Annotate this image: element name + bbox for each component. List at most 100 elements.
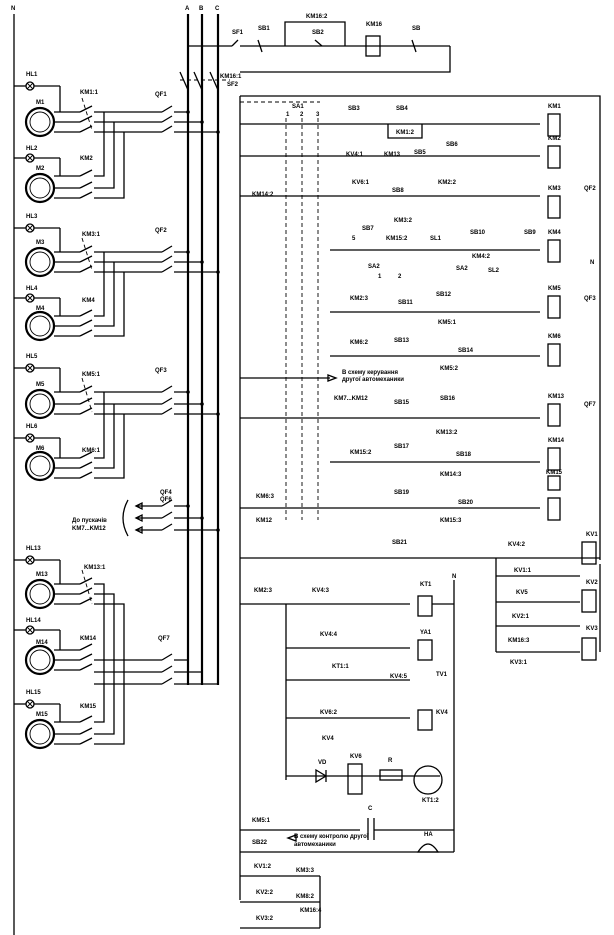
kv3-1-label: KV3:1 (510, 660, 528, 666)
sb13-label: SB13 (394, 338, 410, 344)
kv4-2-label: KV4:2 (508, 542, 526, 548)
kv4-3-label: KV4:3 (312, 588, 330, 594)
kv4-4-label: KV4:4 (320, 632, 338, 638)
sb16-label: SB16 (440, 396, 456, 402)
km4-coil-label: KM4 (548, 230, 561, 236)
bus-a-label: A (185, 6, 190, 12)
note-km7-12: KM7...KM12 (72, 526, 106, 532)
km5-1-label: KM5:1 (82, 372, 101, 378)
km7-12-label: KM7...KM12 (334, 396, 368, 402)
hl15-label: HL15 (26, 690, 41, 696)
km4-2-label: KM4:2 (472, 254, 491, 260)
km5-1r-label: KM5:1 (438, 320, 457, 326)
km2-2-label: KM2:2 (438, 180, 457, 186)
km12-label: KM12 (256, 518, 273, 524)
ladder-rung-km3: KM14:2 SB8 SB7 KM3:2 KM3 QF2 (240, 186, 596, 232)
km5-2-label: KM5:2 (440, 366, 459, 372)
hl1-label: HL1 (26, 72, 38, 78)
sb7-label: SB7 (362, 226, 374, 232)
sb6-label: SB6 (446, 142, 458, 148)
kv3-2-label: KV3:2 (256, 916, 274, 922)
kv4-1-label: KV4:1 (346, 152, 364, 158)
qf7-label: QF7 (158, 636, 170, 642)
km1-2-label: KM1:2 (396, 130, 415, 136)
m6-label: M6 (36, 446, 45, 452)
note-second-auto: другої автомеханики (342, 377, 404, 383)
kv4-coil-label: KV4 (436, 710, 448, 716)
ladder-rung-km4: 5 KM15:2 SL1 SB10 SB9 KM4 N SA2 SA2 KM4:… (330, 230, 594, 280)
hl14-label: HL14 (26, 618, 41, 624)
qf6-label: QF6 (160, 497, 172, 503)
km15-2-label: KM15:2 (386, 236, 408, 242)
lower-control-block: KM2:3 KV4:3 KT1 N KV4:4 YA1 KT1:1 KV4:5 … (240, 574, 456, 853)
note-control-scheme: В схему контролю другої (294, 834, 369, 840)
kv4b-label: KV4 (322, 736, 334, 742)
km16-2-label: KM16:2 (306, 14, 328, 20)
hl5-label: HL5 (26, 354, 38, 360)
kv4-5-label: KV4:5 (390, 674, 408, 680)
km3-2-label: KM3:2 (394, 218, 413, 224)
sb5-label: SB5 (414, 150, 426, 156)
sb12-label: SB12 (436, 292, 452, 298)
sb1-label: SB1 (258, 26, 270, 32)
sa2-label: SA2 (368, 264, 380, 270)
km6-3-label: KM6:3 (256, 494, 275, 500)
km15-3-label: KM15:3 (440, 518, 462, 524)
ladder-rung-km1: SB3 SB4 KM1:2 KM1 (240, 104, 561, 139)
r-label: R (388, 758, 393, 764)
sf2-label: SF2 (227, 82, 239, 88)
sb8-label: SB8 (392, 188, 404, 194)
km16-3-label: KM16:3 (508, 638, 530, 644)
sb4-label: SB4 (396, 106, 408, 112)
tv1-label: TV1 (436, 672, 448, 678)
kv1-1-label: KV1:1 (514, 568, 532, 574)
sb17-label: SB17 (394, 444, 410, 450)
km2-label: KM2 (80, 156, 93, 162)
km3-coil-label: KM3 (548, 186, 561, 192)
km15-label: KM15 (80, 704, 97, 710)
m4-label: M4 (36, 306, 45, 312)
km16-1-contactor: KM16:1 SF2 (179, 71, 242, 91)
kv6-1-label: KV6:1 (352, 180, 370, 186)
sb15-label: SB15 (394, 400, 410, 406)
km4-label: KM4 (82, 298, 95, 304)
sb22-label: SB22 (252, 840, 268, 846)
km14-label: KM14 (80, 636, 97, 642)
qf3-right-label: QF3 (584, 296, 596, 302)
kv2-2-label: KV2:2 (256, 890, 274, 896)
km2-3b-label: KM2:3 (254, 588, 273, 594)
s5-label: 5 (352, 236, 356, 242)
note-auto2: автомеханики (294, 842, 336, 848)
km5-1-label: KM5:1 (252, 818, 271, 824)
qf4-label: QF4 (160, 490, 172, 496)
kt1-label: KT1 (420, 582, 432, 588)
m5-label: M5 (36, 382, 45, 388)
motor-group-4: HL13 M13 KM13:1 HL14 M14 KM14 QF7 HL15 M… (14, 546, 218, 750)
kv3-label: KV3 (586, 626, 598, 632)
ladder-rung-km5-km6: KM2:3 SB12 SB11 KM5:1 KM5 QF3 KM6:2 SB13… (240, 286, 596, 383)
ya1-label: YA1 (420, 630, 432, 636)
bus-b-label: B (199, 6, 204, 12)
m2-label: M2 (36, 166, 45, 172)
sb11-label: SB11 (398, 300, 413, 306)
ha-label: HA (424, 832, 433, 838)
hl4-label: HL4 (26, 286, 38, 292)
note-pusk: До пускачів (72, 518, 107, 524)
m15-label: M15 (36, 712, 48, 718)
bottom-interlocks: KV1:2 KM3:3 KV2:2 KM8:2 KV3:2 KM16:4 (240, 864, 322, 929)
c2-label: 2 (398, 274, 402, 280)
km6-1-label: KM6:1 (82, 448, 101, 454)
km8-2-label: KM8:2 (296, 894, 315, 900)
ladder-rung-km12: KM6:3 KM12 SB19 SB20 KM15:3 (240, 490, 561, 524)
relay-block-kv: SB21 KV4:2 KV1 KV1:1 KV5 KV2 KV2:1 KM16:… (240, 532, 601, 666)
km16-coil-label: KM16 (366, 22, 383, 28)
control-ladder: SA1 1 2 3 (239, 95, 601, 900)
m1-label: M1 (36, 100, 45, 106)
m13-label: M13 (36, 572, 48, 578)
sb18-label: SB18 (456, 452, 472, 458)
km2-3-label: KM2:3 (350, 296, 369, 302)
bus-lines: N A B C (11, 6, 220, 935)
km3-3-label: KM3:3 (296, 868, 315, 874)
qf7-right-label: QF7 (584, 402, 596, 408)
